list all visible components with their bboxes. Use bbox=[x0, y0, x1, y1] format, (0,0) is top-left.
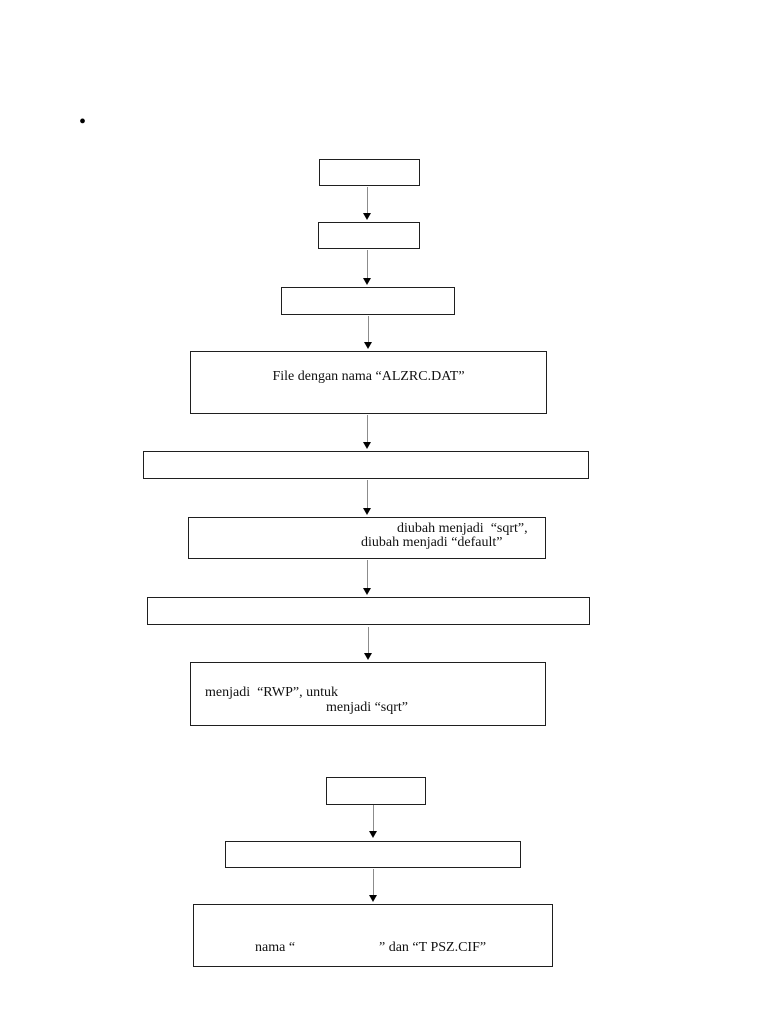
flow-box-9 bbox=[326, 777, 426, 805]
arrow-down-icon bbox=[363, 653, 372, 660]
arrow-line bbox=[366, 560, 368, 589]
arrow-line bbox=[366, 250, 368, 279]
flow-box-6 bbox=[188, 517, 546, 559]
box6-line-1: diubah menjadi “sqrt”, bbox=[397, 521, 528, 536]
box11-fragment-1: nama “ bbox=[255, 940, 296, 955]
arrow-line bbox=[367, 316, 369, 343]
flow-arrow-9 bbox=[368, 869, 378, 902]
arrow-down-icon bbox=[362, 588, 371, 595]
flow-arrow-7 bbox=[363, 627, 373, 660]
arrow-line bbox=[372, 869, 374, 896]
flow-arrow-4 bbox=[362, 415, 372, 449]
box8-line-2: menjadi “sqrt” bbox=[326, 700, 409, 715]
flow-arrow-8 bbox=[368, 805, 378, 838]
flow-box-11 bbox=[193, 904, 553, 967]
flow-arrow-6 bbox=[362, 560, 372, 595]
flow-box-2 bbox=[318, 222, 420, 249]
flow-box-5 bbox=[143, 451, 589, 479]
box6-line-2: diubah menjadi “default” bbox=[361, 535, 503, 550]
flow-arrow-3 bbox=[363, 316, 373, 349]
arrow-down-icon bbox=[368, 895, 377, 902]
flow-arrow-5 bbox=[362, 480, 372, 515]
arrow-line bbox=[366, 480, 368, 509]
arrow-line bbox=[367, 627, 369, 654]
flow-arrow-2 bbox=[362, 250, 372, 285]
flow-box-10 bbox=[225, 841, 521, 868]
box4-label: File dengan nama “ALZRC.DAT” bbox=[272, 369, 465, 384]
flow-box-1 bbox=[319, 159, 420, 186]
arrow-down-icon bbox=[362, 213, 371, 220]
arrow-down-icon bbox=[368, 831, 377, 838]
arrow-down-icon bbox=[362, 442, 371, 449]
flow-arrow-1 bbox=[362, 187, 372, 220]
bullet-marker: • bbox=[79, 111, 87, 133]
arrow-line bbox=[366, 187, 368, 214]
arrow-down-icon bbox=[362, 508, 371, 515]
flow-box-3 bbox=[281, 287, 455, 315]
arrow-down-icon bbox=[362, 278, 371, 285]
box8-line-1: menjadi “RWP”, untuk bbox=[205, 685, 338, 700]
box11-fragment-2: ” dan “T PSZ.CIF” bbox=[379, 940, 487, 955]
flow-box-7 bbox=[147, 597, 590, 625]
arrow-line bbox=[372, 805, 374, 832]
flow-box-4 bbox=[190, 351, 547, 414]
arrow-down-icon bbox=[363, 342, 372, 349]
flow-box-8 bbox=[190, 662, 546, 726]
arrow-line bbox=[366, 415, 368, 443]
